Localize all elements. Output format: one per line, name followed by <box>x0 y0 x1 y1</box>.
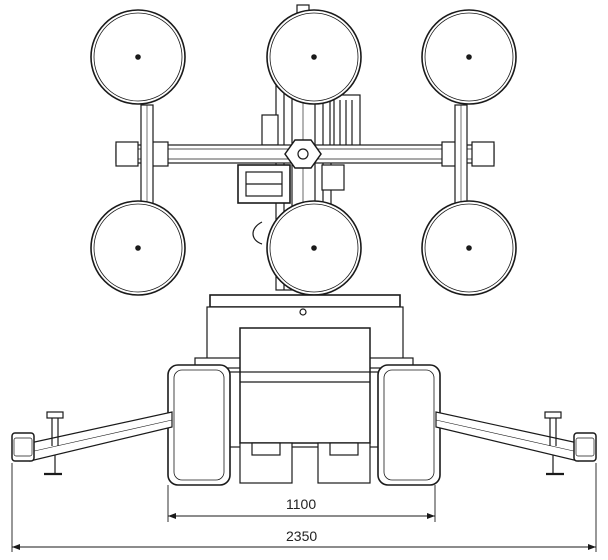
dimension-label-overall-width: 2350 <box>286 528 318 544</box>
outrigger-right <box>435 411 597 476</box>
suction-pad <box>266 9 362 105</box>
suction-pad <box>266 200 362 296</box>
dimension-overall-width <box>11 463 597 552</box>
chassis <box>194 294 414 484</box>
wheel-left <box>167 364 231 486</box>
control-blocks <box>237 94 361 245</box>
wheels <box>167 364 441 486</box>
dimension-wheel-track <box>167 485 436 522</box>
pad-arms <box>140 104 468 206</box>
suction-pad <box>421 9 517 105</box>
wheel-right <box>377 364 441 486</box>
suction-pad <box>90 200 186 296</box>
outrigger-left <box>11 411 173 476</box>
suction-pad <box>90 9 186 105</box>
suction-pads <box>90 9 517 296</box>
suction-pad <box>421 200 517 296</box>
dimension-label-wheel-track: 1100 <box>286 496 317 512</box>
cross-beam <box>115 139 495 169</box>
